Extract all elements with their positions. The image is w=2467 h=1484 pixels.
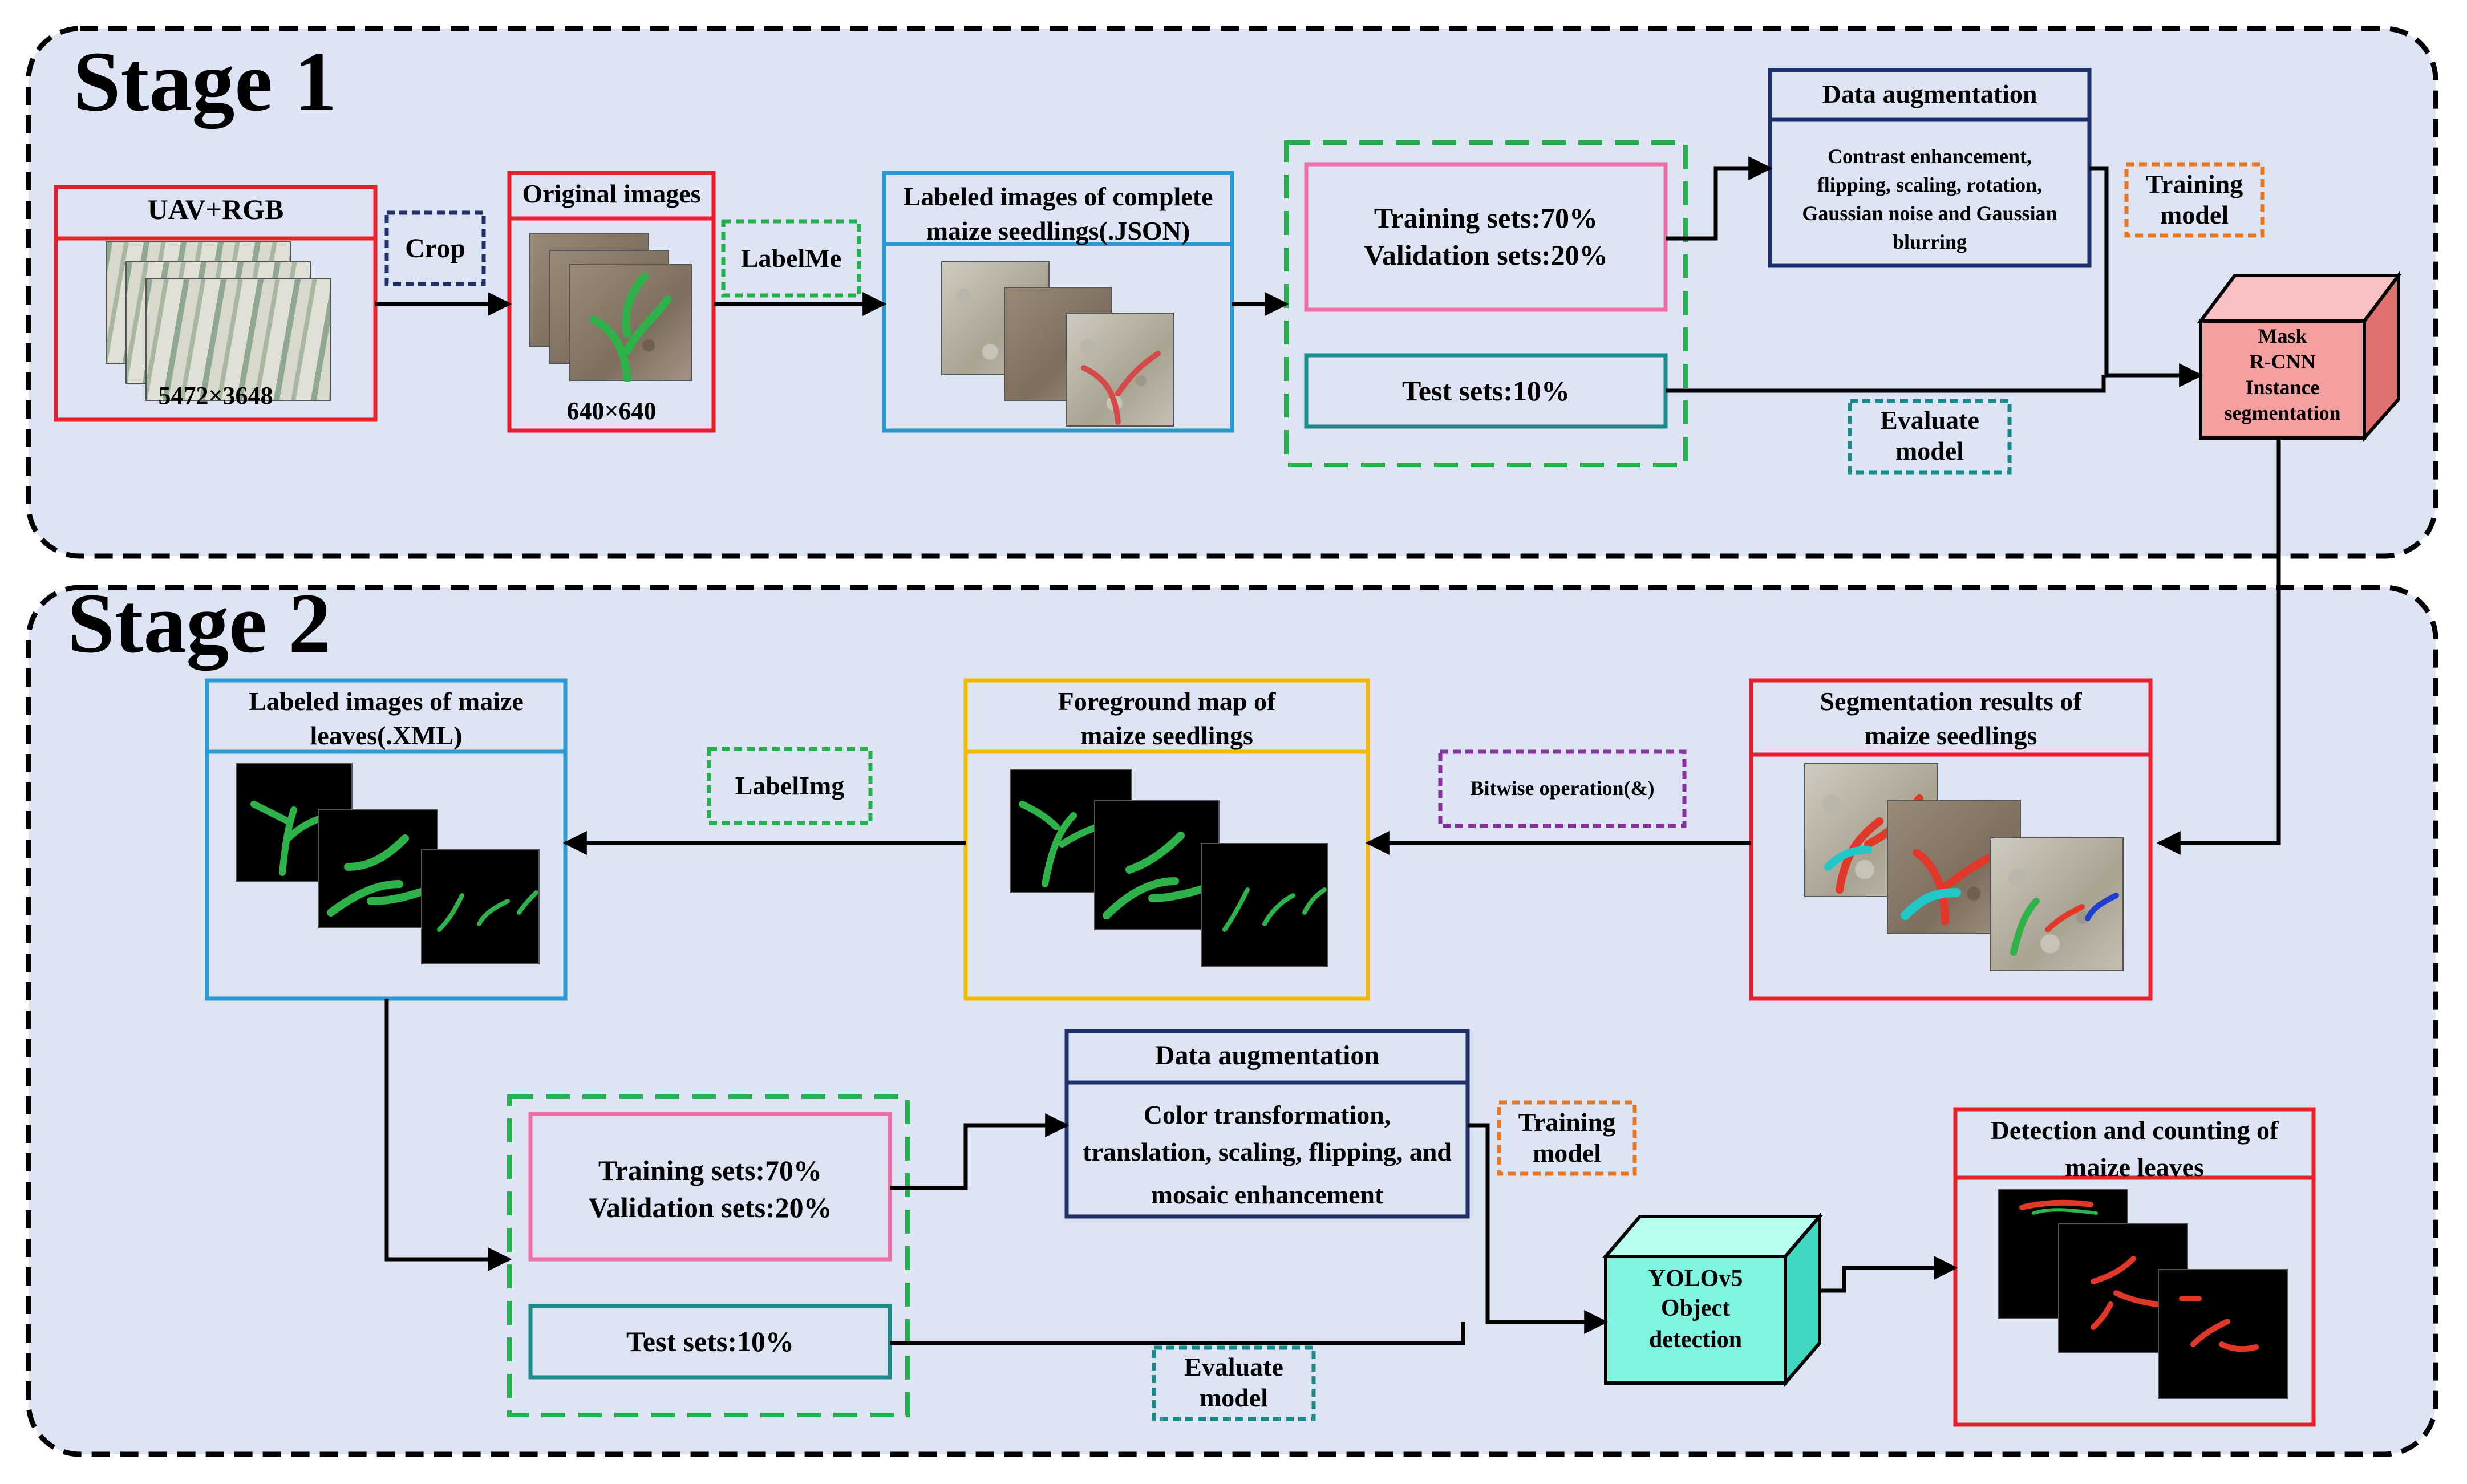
labeled-xml-title-line1: Labeled images of maize — [249, 687, 524, 716]
labeled-seedling-icon — [1081, 351, 1161, 425]
detection-image-3 — [2158, 1269, 2288, 1399]
segmentation-box — [1749, 678, 2153, 1001]
yolo-line1: YOLOv5 — [1648, 1266, 1743, 1292]
stage1-data-aug-line4: blurring — [1892, 230, 1967, 253]
stage1-data-aug-line3: Gaussian noise and Gaussian — [1802, 202, 2057, 225]
segmented-seedling-icon — [2010, 893, 2119, 956]
stage2-split-group — [507, 1094, 910, 1417]
stage2-training-label-line2: model — [1532, 1138, 1602, 1167]
original-images-size: 640×640 — [566, 397, 657, 425]
labelme-label: LabelMe — [740, 243, 842, 273]
labeled-xml-image-2 — [318, 809, 438, 928]
stage2-data-aug-title: Data augmentation — [1154, 1040, 1380, 1071]
labelimg-label: LabelImg — [735, 771, 845, 800]
yolo-cube — [1602, 1211, 1824, 1388]
bitwise-label-box — [1438, 749, 1687, 828]
stage2-evaluate-model-box — [1152, 1345, 1316, 1421]
stage2-training-model-box — [1497, 1100, 1637, 1176]
labeled-xml-image-3 — [421, 849, 540, 964]
mask-rcnn-line2: R-CNN — [2249, 350, 2316, 373]
detection-title-line2: maize leaves — [2065, 1153, 2204, 1182]
stage2-training-label-line1: Training — [1518, 1108, 1616, 1137]
foreground-seedling-icon — [1222, 887, 1327, 932]
labeled-json-image-3 — [1066, 313, 1174, 427]
stage2-test-label: Test sets:10% — [626, 1325, 794, 1357]
stage2-data-aug-line2: translation, scaling, flipping, and — [1083, 1137, 1452, 1166]
stage2-title: Stage 2 — [67, 576, 331, 671]
segmentation-title-line2: maize seedlings — [1864, 721, 2037, 750]
original-images-title: Original images — [522, 179, 701, 208]
labelimg-label-box — [707, 747, 873, 825]
bitwise-label: Bitwise operation(&) — [1470, 777, 1655, 800]
uav-rgb-size: 5472×3648 — [158, 382, 273, 409]
yolo-line2: Object — [1660, 1295, 1731, 1321]
mask-rcnn-line4: segmentation — [2224, 402, 2341, 424]
foreground-image-3 — [1201, 843, 1328, 967]
stage2-data-aug-line1: Color transformation, — [1143, 1100, 1391, 1129]
xml-seedling-icon — [437, 890, 538, 932]
stage1-data-aug-line1: Contrast enhancement, — [1828, 145, 2032, 168]
labeled-xml-title-line2: leaves(.XML) — [310, 721, 463, 750]
stage1-evaluate-label-line2: model — [1895, 436, 1964, 465]
detected-leaf-icon — [2019, 1199, 2098, 1215]
yolo-line3: detection — [1648, 1327, 1743, 1353]
original-image-3 — [569, 264, 692, 382]
stage1-val-label: Validation sets:20% — [1364, 239, 1608, 271]
stage1-title: Stage 1 — [73, 34, 337, 129]
foreground-title-line1: Foreground map of — [1058, 687, 1276, 716]
labeled-json-title-line1: Labeled images of complete — [903, 182, 1213, 211]
stage1-training-label-line1: Training — [2145, 169, 2243, 198]
stage2-data-aug-line3: mosaic enhancement — [1151, 1180, 1384, 1209]
labeled-json-title-line2: maize seedlings(.JSON) — [926, 216, 1190, 245]
stage2-evaluate-label-line2: model — [1199, 1383, 1269, 1412]
stage1-training-label-line2: model — [2160, 200, 2229, 229]
crop-label-box — [384, 210, 486, 286]
stage1-training-model-box — [2124, 162, 2265, 238]
stage1-data-aug-line2: flipping, scaling, rotation, — [1817, 173, 2043, 196]
detection-title-line1: Detection and counting of — [1990, 1116, 2279, 1145]
stage1-evaluate-model-box — [1848, 399, 2012, 475]
stage2-evaluate-label-line1: Evaluate — [1184, 1352, 1283, 1381]
segmentation-title-line1: Segmentation results of — [1820, 687, 2082, 716]
detected-leaf-icon — [2091, 1256, 2159, 1330]
segmentation-image-3 — [1990, 837, 2124, 971]
mask-rcnn-line1: Mask — [2258, 325, 2307, 347]
stage1-data-aug-title: Data augmentation — [1822, 79, 2037, 108]
uav-rgb-title: UAV+RGB — [147, 193, 284, 225]
labelme-label-box — [721, 219, 861, 298]
stage1-evaluate-label-line1: Evaluate — [1880, 406, 1979, 435]
stage1-train-label: Training sets:70% — [1374, 202, 1598, 234]
seedling-icon — [589, 273, 671, 382]
mask-rcnn-line3: Instance — [2245, 376, 2320, 399]
mask-rcnn-cube — [2197, 270, 2402, 443]
stage2-train-label: Training sets:70% — [598, 1154, 823, 1186]
crop-label: Crop — [405, 233, 465, 263]
detected-leaf-icon — [2179, 1296, 2259, 1352]
stage2-val-label: Validation sets:20% — [588, 1191, 832, 1223]
foreground-title-line2: maize seedlings — [1080, 721, 1253, 750]
uav-image-3 — [145, 278, 331, 401]
stage1-test-label: Test sets:10% — [1402, 374, 1570, 407]
